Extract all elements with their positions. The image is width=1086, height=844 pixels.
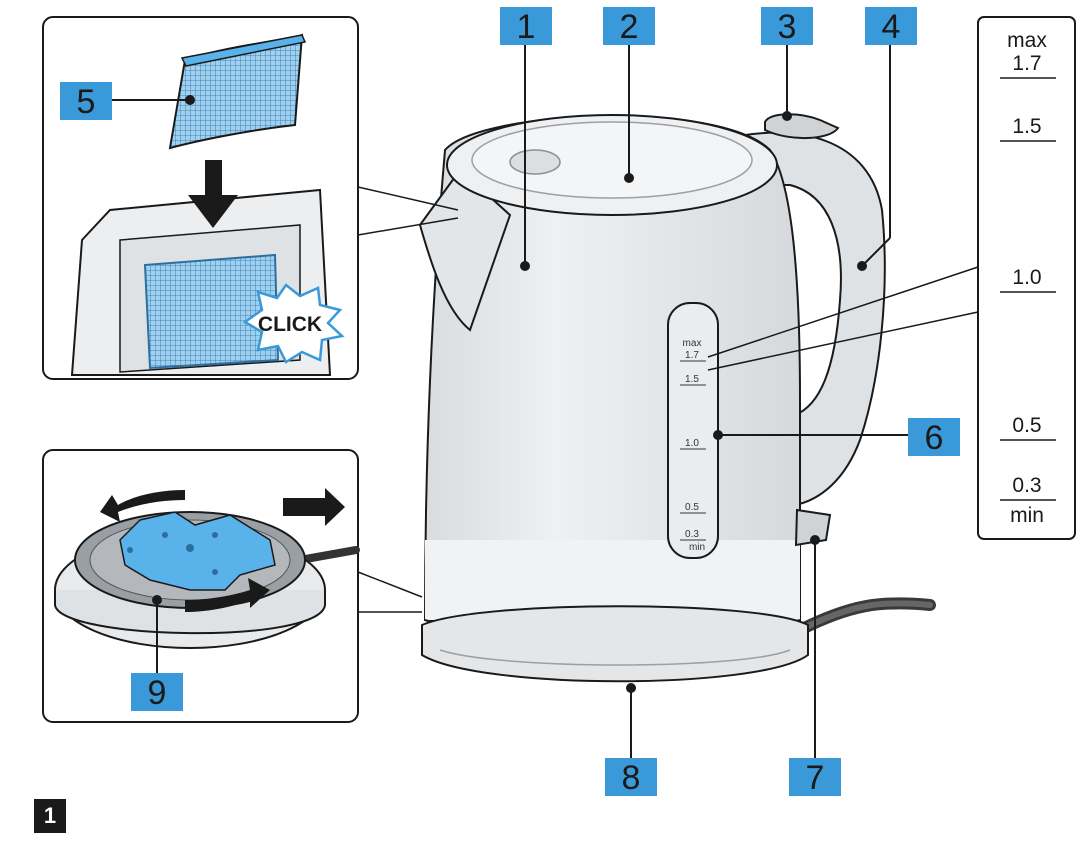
kettle-lower-band — [425, 540, 800, 620]
callout-label: 3 — [778, 8, 797, 46]
callout-label: 7 — [806, 759, 825, 797]
scale-mark-1.7: 1.7 — [1012, 52, 1041, 75]
window-mark-1.5: 1.5 — [685, 374, 699, 385]
rotate-arrow-bottom — [185, 578, 270, 612]
callout-label: 9 — [148, 674, 167, 712]
click-label: CLICK — [258, 313, 322, 336]
callout-label: 5 — [77, 83, 96, 121]
on-off-switch — [794, 508, 832, 547]
callout-9: 9 — [131, 673, 183, 712]
callout-5: 5 — [60, 82, 112, 121]
rotate-arrow-top — [100, 490, 185, 522]
callout-label: 8 — [622, 759, 641, 797]
window-max-label: max — [683, 338, 702, 349]
lid-button — [764, 113, 840, 139]
callout-2: 2 — [603, 7, 655, 46]
callout-3: 3 — [761, 7, 813, 46]
scale-mark-0.3: 0.3 — [1012, 474, 1041, 497]
callout-label: 4 — [882, 8, 901, 46]
base-station — [421, 605, 809, 683]
window-mark-1.0: 1.0 — [685, 438, 699, 449]
figure-number: 1 — [34, 799, 66, 833]
window-min-label: min — [689, 542, 705, 553]
filter-inset: CLICK — [42, 16, 459, 380]
scale-mark-1.0: 1.0 — [1012, 266, 1041, 289]
scale-mark-0.5: 0.5 — [1012, 414, 1041, 437]
callout-label: 1 — [517, 8, 536, 46]
callout-7: 7 — [789, 758, 841, 797]
base-inset — [42, 449, 423, 723]
callout-numbers: 1 2 3 4 5 6 7 8 9 — [60, 7, 960, 797]
scale-mark-1.5: 1.5 — [1012, 115, 1041, 138]
callout-leaders — [112, 45, 908, 762]
click-burst — [242, 283, 345, 364]
callout-label: 6 — [925, 419, 944, 457]
callout-8: 8 — [605, 758, 657, 797]
rotating-connector — [119, 511, 276, 591]
kettle-handle — [718, 131, 886, 507]
window-mark-0.3: 0.3 — [685, 529, 699, 540]
window-mark-1.7: 1.7 — [685, 350, 699, 361]
callout-4: 4 — [865, 7, 917, 46]
callout-1: 1 — [500, 7, 552, 46]
scale-min-label: min — [1010, 504, 1044, 527]
scale-max-label: max — [1007, 29, 1047, 52]
lid-knob — [509, 149, 561, 175]
callout-label: 2 — [620, 8, 639, 46]
window-mark-0.5: 0.5 — [685, 502, 699, 513]
slide-arrow-right — [283, 488, 345, 526]
kettle-spout — [418, 168, 512, 332]
insert-arrow — [188, 160, 238, 228]
callout-6: 6 — [908, 418, 960, 457]
